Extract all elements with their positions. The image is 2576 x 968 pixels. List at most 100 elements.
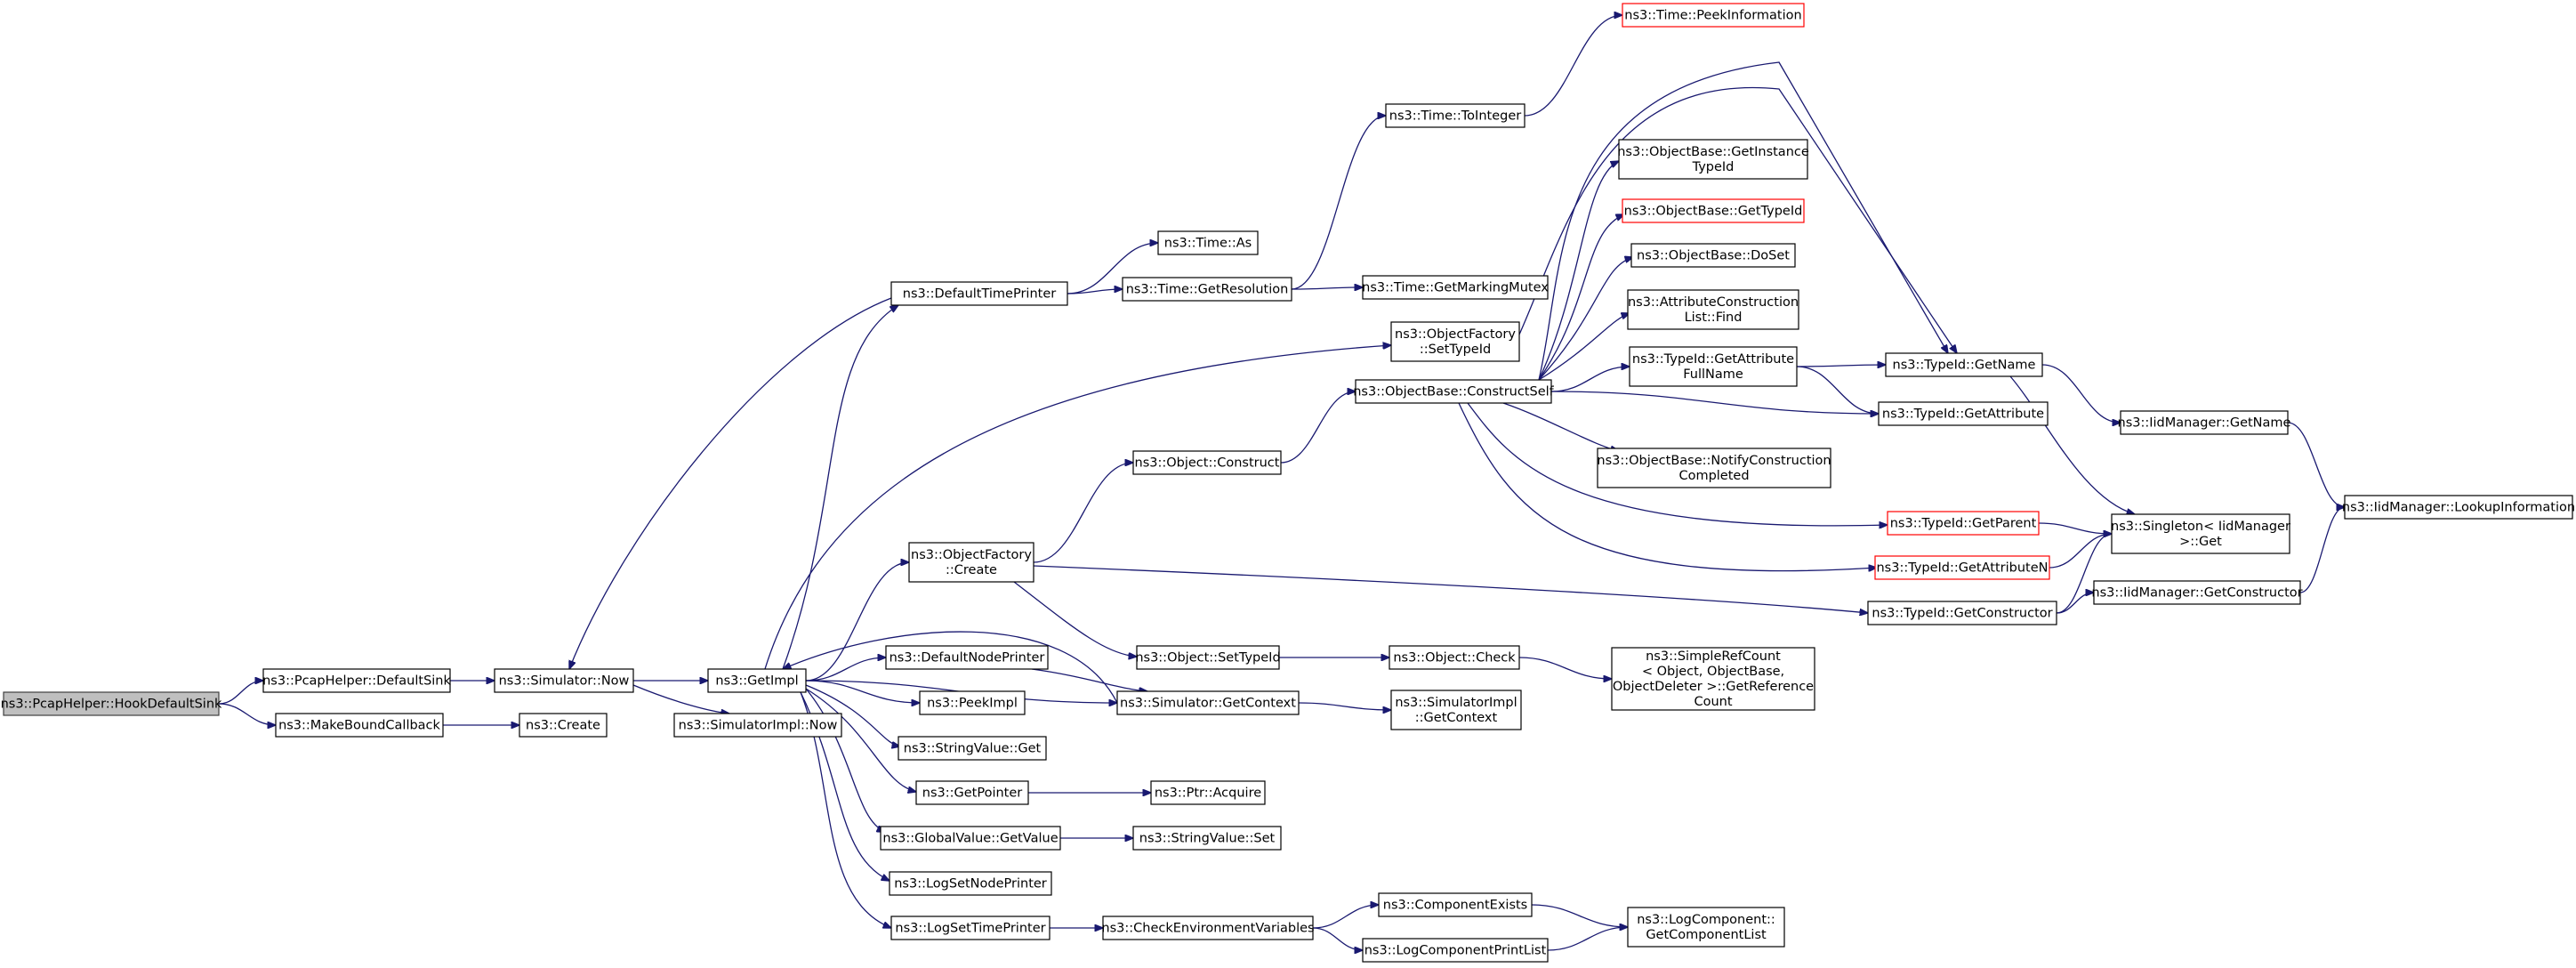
node-box[interactable] bbox=[1116, 690, 1300, 715]
node-box[interactable] bbox=[1362, 938, 1549, 963]
node-simplerefcount[interactable]: ns3::SimpleRefCount< Object, ObjectBase,… bbox=[1611, 647, 1815, 711]
node-defaultsink[interactable]: ns3::PcapHelper::DefaultSink bbox=[262, 668, 451, 693]
node-objbasenotifyconstruction[interactable]: ns3::ObjectBase::NotifyConstructionCompl… bbox=[1597, 448, 1831, 488]
node-box[interactable] bbox=[908, 542, 1034, 583]
node-box[interactable] bbox=[919, 690, 1026, 715]
node-box[interactable] bbox=[1150, 780, 1266, 805]
node-typeidgetattribute[interactable]: ns3::TypeId::GetAttribute bbox=[1878, 401, 2049, 426]
node-defaulttimeprinter[interactable]: ns3::DefaultTimePrinter bbox=[890, 281, 1068, 306]
node-objbasedoset[interactable]: ns3::ObjectBase::DoSet bbox=[1630, 243, 1796, 268]
node-simimplnow[interactable]: ns3::SimulatorImpl::Now bbox=[673, 713, 842, 738]
node-box[interactable] bbox=[494, 668, 634, 693]
node-timeas[interactable]: ns3::Time::As bbox=[1157, 230, 1259, 255]
node-timegetres[interactable]: ns3::Time::GetResolution bbox=[1122, 277, 1292, 302]
node-iidmanagergetconstructor[interactable]: ns3::IidManager::GetConstructor bbox=[2091, 580, 2303, 605]
node-defaultnodeprinter[interactable]: ns3::DefaultNodePrinter bbox=[885, 645, 1049, 670]
node-box[interactable] bbox=[890, 281, 1068, 306]
node-box[interactable] bbox=[1627, 289, 1799, 330]
node-objconstruct[interactable]: ns3::Object::Construct bbox=[1132, 450, 1282, 475]
node-box[interactable] bbox=[1629, 346, 1798, 387]
node-simnow[interactable]: ns3::Simulator::Now bbox=[494, 668, 634, 693]
node-iidmanagerlookup[interactable]: ns3::IidManager::LookupInformation bbox=[2342, 495, 2575, 520]
node-objfactcreate[interactable]: ns3::ObjectFactory::Create bbox=[908, 542, 1034, 583]
node-getimpl[interactable]: ns3::GetImpl bbox=[707, 668, 807, 693]
node-root[interactable]: ns3::PcapHelper::HookDefaultSink bbox=[1, 691, 222, 716]
node-box[interactable] bbox=[1132, 826, 1282, 851]
node-box[interactable] bbox=[889, 871, 1052, 896]
node-box[interactable] bbox=[1887, 511, 2040, 536]
node-logcomponentgetlist[interactable]: ns3::LogComponent::GetComponentList bbox=[1627, 907, 1785, 948]
node-box[interactable] bbox=[1355, 379, 1552, 404]
node-box[interactable] bbox=[2093, 580, 2301, 605]
node-box[interactable] bbox=[1390, 321, 1520, 362]
node-objbasegettypeid[interactable]: ns3::ObjectBase::GetTypeId bbox=[1622, 198, 1805, 223]
node-simgetcontext[interactable]: ns3::Simulator::GetContext bbox=[1116, 690, 1300, 715]
node-box[interactable] bbox=[1878, 401, 2049, 426]
node-box[interactable] bbox=[1630, 243, 1796, 268]
node-componentexists[interactable]: ns3::ComponentExists bbox=[1378, 892, 1533, 917]
node-objfactsettypeid[interactable]: ns3::ObjectFactory::SetTypeId bbox=[1390, 321, 1520, 362]
node-box[interactable] bbox=[1597, 448, 1831, 488]
node-timetointeger[interactable]: ns3::Time::ToInteger bbox=[1385, 103, 1525, 128]
node-box[interactable] bbox=[2120, 410, 2289, 435]
node-typeidgetparent[interactable]: ns3::TypeId::GetParent bbox=[1887, 511, 2040, 536]
node-box[interactable] bbox=[519, 713, 608, 738]
node-stringvalueset[interactable]: ns3::StringValue::Set bbox=[1132, 826, 1282, 851]
node-box[interactable] bbox=[1102, 916, 1314, 940]
node-box[interactable] bbox=[1132, 450, 1282, 475]
node-objbaseconstructself[interactable]: ns3::ObjectBase::ConstructSelf bbox=[1353, 379, 1555, 404]
node-box[interactable] bbox=[1157, 230, 1259, 255]
node-box[interactable] bbox=[1390, 690, 1522, 730]
node-timepeekinfo[interactable]: ns3::Time::PeekInformation bbox=[1622, 3, 1805, 28]
node-box[interactable] bbox=[880, 826, 1061, 851]
node-box[interactable] bbox=[275, 713, 444, 738]
node-create[interactable]: ns3::Create bbox=[519, 713, 608, 738]
node-typeidgetname[interactable]: ns3::TypeId::GetName bbox=[1885, 352, 2043, 377]
node-box[interactable] bbox=[1867, 601, 2057, 625]
node-ptracquire[interactable]: ns3::Ptr::Acquire bbox=[1150, 780, 1266, 805]
node-typeidgetconstructor[interactable]: ns3::TypeId::GetConstructor bbox=[1867, 601, 2057, 625]
node-box[interactable] bbox=[1618, 139, 1808, 180]
node-box[interactable] bbox=[1622, 198, 1805, 223]
node-box[interactable] bbox=[898, 736, 1047, 761]
node-box[interactable] bbox=[1122, 277, 1292, 302]
node-box[interactable] bbox=[1389, 645, 1520, 670]
node-box[interactable] bbox=[1885, 352, 2043, 377]
node-box[interactable] bbox=[3, 691, 220, 716]
node-peekimpl[interactable]: ns3::PeekImpl bbox=[919, 690, 1026, 715]
node-logcomponentprintlist[interactable]: ns3::LogComponentPrintList bbox=[1362, 938, 1549, 963]
node-makeboundcb[interactable]: ns3::MakeBoundCallback bbox=[275, 713, 444, 738]
node-simimplgetcontext[interactable]: ns3::SimulatorImpl::GetContext bbox=[1390, 690, 1522, 730]
node-iidmanagergetname[interactable]: ns3::IidManager::GetName bbox=[2118, 410, 2291, 435]
node-box[interactable] bbox=[1378, 892, 1533, 917]
node-objsettypeid[interactable]: ns3::Object::SetTypeId bbox=[1135, 645, 1281, 670]
node-singletonget[interactable]: ns3::Singleton< IidManager >::Get bbox=[2111, 513, 2290, 554]
node-box[interactable] bbox=[262, 668, 451, 693]
node-box[interactable] bbox=[1362, 275, 1549, 300]
node-box[interactable] bbox=[1622, 3, 1805, 28]
node-box[interactable] bbox=[707, 668, 807, 693]
node-logsettimeprinter[interactable]: ns3::LogSetTimePrinter bbox=[890, 916, 1051, 940]
node-box[interactable] bbox=[885, 645, 1049, 670]
node-getpointer[interactable]: ns3::GetPointer bbox=[915, 780, 1029, 805]
node-box[interactable] bbox=[915, 780, 1029, 805]
node-box[interactable] bbox=[890, 916, 1051, 940]
node-logsetnodeprinter[interactable]: ns3::LogSetNodePrinter bbox=[889, 871, 1052, 896]
node-objcheck[interactable]: ns3::Object::Check bbox=[1389, 645, 1520, 670]
node-box[interactable] bbox=[1874, 555, 2050, 580]
node-stringvalueget[interactable]: ns3::StringValue::Get bbox=[898, 736, 1047, 761]
node-box[interactable] bbox=[1627, 907, 1785, 948]
node-box[interactable] bbox=[2344, 495, 2573, 520]
node-globalvalueget[interactable]: ns3::GlobalValue::GetValue bbox=[880, 826, 1061, 851]
node-box[interactable] bbox=[1385, 103, 1525, 128]
node-checkenv[interactable]: ns3::CheckEnvironmentVariables bbox=[1101, 916, 1315, 940]
node-box[interactable] bbox=[673, 713, 842, 738]
node-typeidgetattributen[interactable]: ns3::TypeId::GetAttributeN bbox=[1874, 555, 2050, 580]
node-box[interactable] bbox=[1136, 645, 1280, 670]
node-box[interactable] bbox=[1611, 647, 1815, 711]
node-timegetmarkingmutex[interactable]: ns3::Time::GetMarkingMutex bbox=[1362, 275, 1549, 300]
node-box[interactable] bbox=[2111, 513, 2290, 554]
